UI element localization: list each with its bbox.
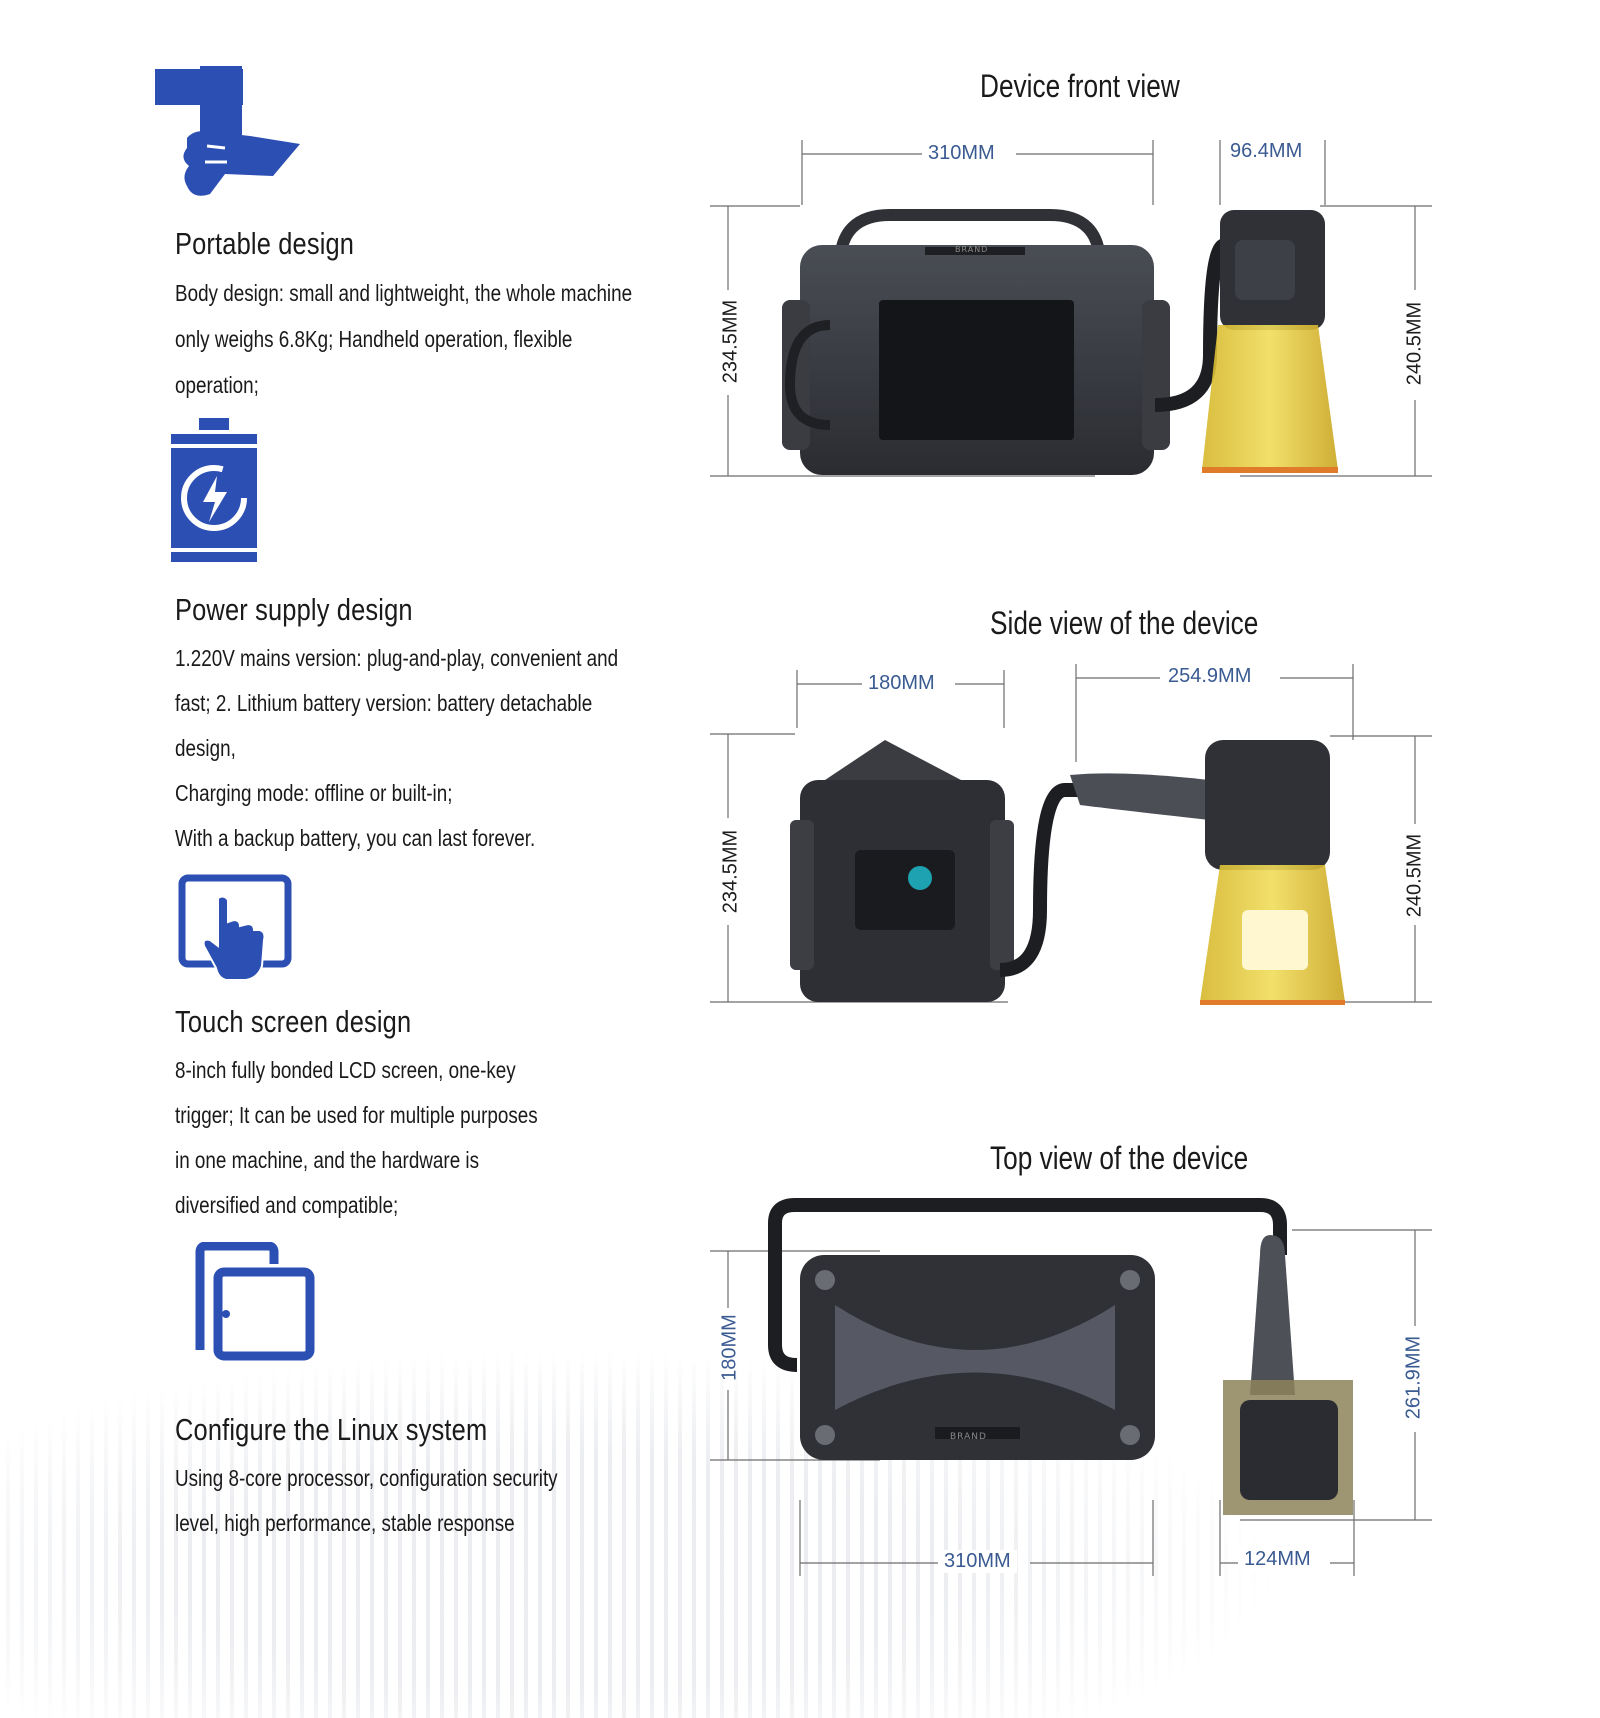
feature-description: 8-inch fully bonded LCD screen, one-key … [175, 1057, 538, 1218]
side-view-device [790, 740, 1345, 1005]
hand-holding-tool-icon [155, 66, 300, 196]
feature-title: Portable design [175, 226, 355, 261]
side-width-label: 180MM [862, 672, 941, 695]
top-view-device [768, 1198, 1353, 1515]
feature-portable: Portable design Body design: small and l… [175, 226, 695, 408]
feature-title: Touch screen design [175, 1004, 412, 1039]
battery-charge-icon [171, 418, 257, 562]
top-head-height-label: 261.9MM [1402, 1335, 1425, 1420]
top-width-label: 310MM [938, 1550, 1017, 1573]
feature-power-supply: Power supply design 1.220V mains version… [175, 592, 695, 861]
feature-title: Configure the Linux system [175, 1412, 488, 1447]
front-view-device [782, 209, 1338, 475]
top-brand-label: BRAND [950, 1432, 987, 1442]
feature-description: Using 8-core processor, configuration se… [175, 1465, 558, 1536]
feature-touch-screen: Touch screen design 8-inch fully bonded … [175, 1004, 695, 1228]
multi-window-icon [195, 1242, 315, 1361]
front-head-height-label: 240.5MM [1403, 301, 1426, 386]
front-head-width-label: 96.4MM [1224, 140, 1309, 163]
side-view-title: Side view of the device [990, 605, 1259, 641]
front-width-label: 310MM [922, 142, 1001, 165]
side-height-label: 234.5MM [719, 829, 742, 914]
side-head-height-label: 240.5MM [1403, 833, 1426, 918]
feature-title: Power supply design [175, 592, 413, 627]
front-height-label: 234.5MM [719, 299, 742, 384]
feature-linux: Configure the Linux system Using 8-core … [175, 1412, 695, 1546]
front-brand-label: BRAND [955, 245, 989, 254]
top-head-width-label: 124MM [1238, 1548, 1317, 1571]
feature-description: 1.220V mains version: plug-and-play, con… [175, 645, 619, 851]
top-view-title: Top view of the device [990, 1140, 1249, 1176]
front-view-title: Device front view [980, 68, 1180, 104]
side-head-width-label: 254.9MM [1162, 665, 1258, 688]
top-height-label: 180MM [718, 1314, 741, 1381]
touch-screen-icon [178, 874, 292, 981]
feature-description: Body design: small and lightweight, the … [175, 280, 633, 398]
